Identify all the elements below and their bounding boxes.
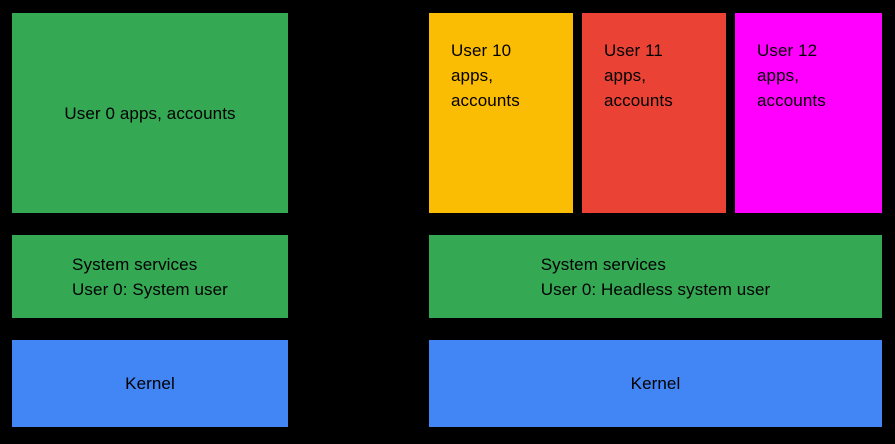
right-kernel-label: Kernel [630,374,681,393]
left-user0-apps-label: User 0 apps, accounts [64,103,236,123]
right-user11-apps-label: User 11 apps, accounts [604,41,673,110]
right-system-services-label: System services User 0: Headless system … [540,254,771,299]
right-user10-apps-box: User 10 apps, accounts [429,13,573,213]
left-system-services-label: System services User 0: System user [72,254,228,299]
right-user12-apps-box: User 12 apps, accounts [735,13,882,213]
right-kernel-box: Kernel [429,340,882,427]
right-user10-apps-label: User 10 apps, accounts [451,41,520,110]
left-system-services-box: System services User 0: System user [12,235,288,318]
left-kernel-box: Kernel [12,340,288,427]
left-kernel-label: Kernel [125,374,175,393]
left-user0-apps-box: User 0 apps, accounts [12,13,288,213]
right-user11-apps-box: User 11 apps, accounts [582,13,726,213]
right-user12-apps-label: User 12 apps, accounts [757,41,826,110]
right-system-services-box: System services User 0: Headless system … [429,235,882,318]
